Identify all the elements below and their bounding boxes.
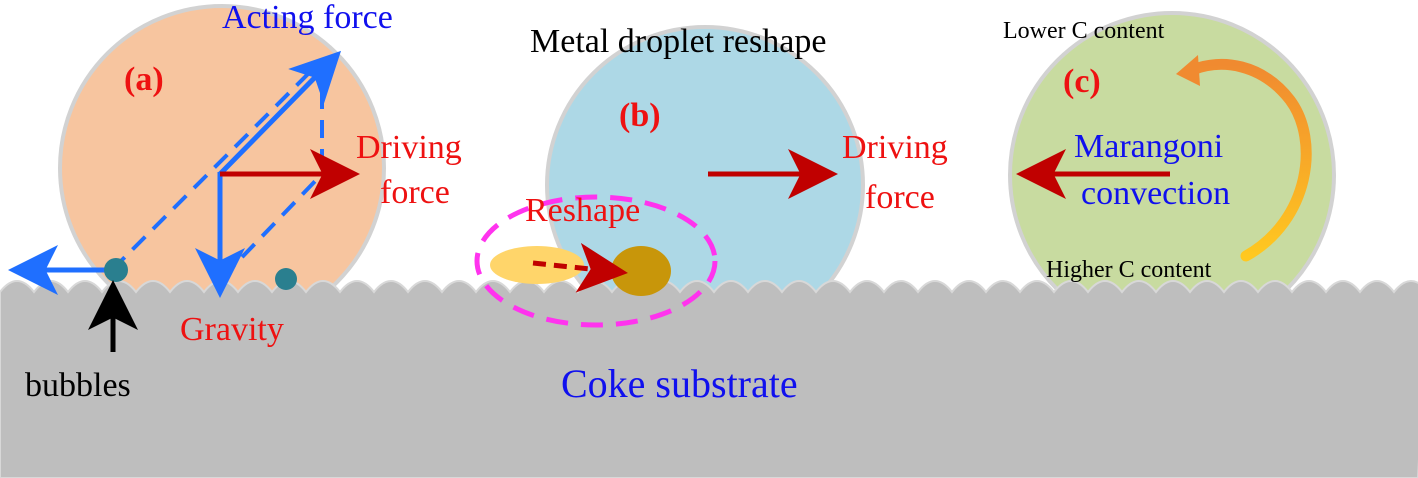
- reshape-highlight: [474, 194, 718, 328]
- coke-substrate-label: Coke substrate: [561, 361, 798, 406]
- acting-force-label: Acting force: [222, 0, 393, 36]
- dashed-line-a3: [220, 172, 324, 280]
- reshaped-droplet: [611, 246, 671, 296]
- dashed-line-a1: [110, 58, 324, 272]
- panel-b-tag: (b): [619, 97, 661, 134]
- bubble-1: [104, 258, 128, 282]
- gravity-label: Gravity: [180, 311, 284, 348]
- marangoni-label-1: Marangoni: [1074, 128, 1223, 165]
- panel-c-tag: (c): [1063, 63, 1101, 100]
- bubble-2: [275, 268, 297, 290]
- marangoni-swirl: [1186, 58, 1312, 262]
- lower-c-label: Lower C content: [1003, 18, 1165, 44]
- higher-c-label: Higher C content: [1046, 257, 1212, 283]
- driving-force-a-label-2: force: [380, 174, 450, 211]
- marangoni-label-2: convection: [1081, 175, 1230, 212]
- driving-force-a-label-1: Driving: [356, 129, 462, 166]
- panel-b-title: Metal droplet reshape: [530, 23, 826, 60]
- reshape-label: Reshape: [525, 192, 640, 229]
- reshape-arrow: [532, 242, 628, 293]
- driving-force-b-label-2: force: [865, 179, 935, 216]
- panel-a-tag: (a): [124, 61, 164, 98]
- driving-force-b-label-1: Driving: [842, 129, 948, 166]
- acting-force-arrow: [218, 50, 342, 176]
- bubbles-label: bubbles: [25, 367, 131, 404]
- swirl-arrowhead: [1176, 55, 1200, 86]
